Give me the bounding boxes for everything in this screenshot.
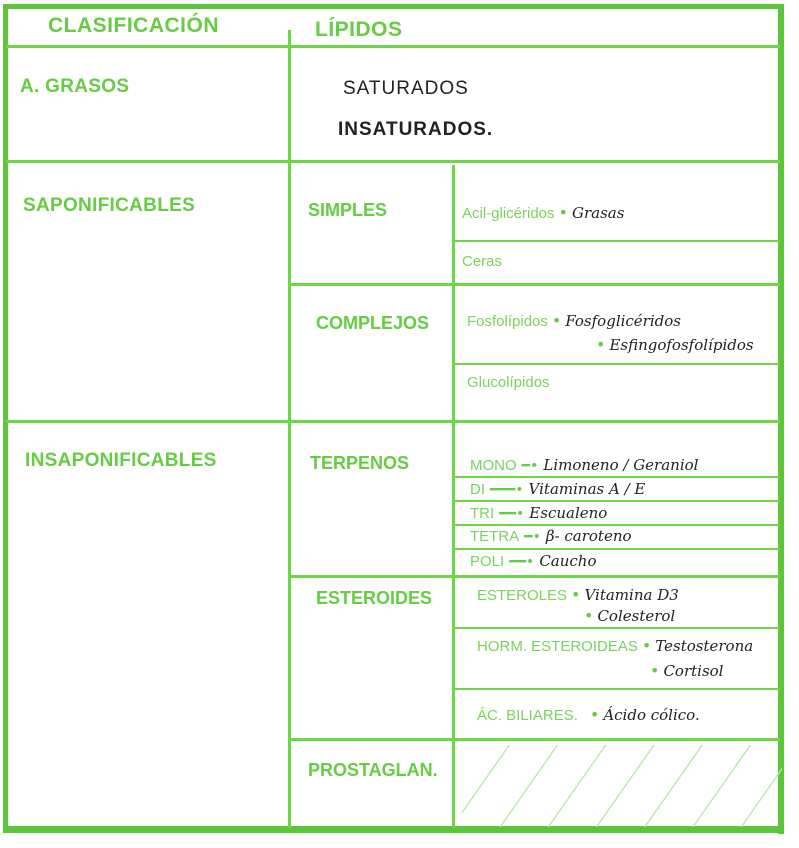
simples-complejos-divider [290, 283, 780, 286]
simples-label: SIMPLES [308, 200, 388, 220]
acidos-biliares-label: ÁC. BILIARES. [477, 707, 578, 724]
subcolumn-divider [452, 165, 455, 828]
header-lipidos: LÍPIDOS [315, 18, 403, 41]
terpeno-mono-row: MONO ━• Limoneno / Geraniol [470, 456, 698, 474]
tri-value: Escualeno [529, 504, 608, 522]
cortisol-row: • Cortisol [646, 661, 723, 680]
terpeno-row-divider-2 [455, 500, 780, 502]
prostaglandinas-hatched-cell [462, 745, 782, 827]
colesterol-text: Colesterol [597, 607, 676, 625]
tetra-value: β- caroteno [545, 527, 632, 545]
column-divider [288, 30, 291, 828]
esfingofosfolipidos-row: • Esfingofosfolípidos [592, 335, 754, 354]
tri-label: TRI [470, 505, 495, 522]
bullet-icon: • [589, 705, 600, 724]
section-divider-2 [6, 420, 780, 423]
bullet-icon: • [558, 203, 568, 222]
horm-acidos-divider [455, 688, 780, 690]
arrow-icon: ━━━• [490, 482, 524, 498]
terpenos-label: TERPENOS [310, 453, 410, 473]
border-left [3, 4, 8, 830]
esteroles-label: ESTEROLES [477, 587, 568, 604]
border-bottom [3, 826, 784, 833]
acil-ceras-divider [455, 240, 780, 242]
saturados-text: SATURADOS [343, 78, 469, 99]
cortisol-text: Cortisol [663, 662, 724, 680]
poli-label: POLI [470, 553, 505, 570]
arrow-icon: ━• [524, 529, 541, 545]
acidos-grasos-label: A. GRASOS [20, 76, 130, 97]
insaturados-text: INSATURADOS. [338, 119, 494, 140]
border-right [778, 4, 784, 834]
fosfogliceridos-text: Fosfoglicéridos [565, 312, 681, 330]
di-label: DI [470, 481, 485, 498]
prostaglandinas-label: PROSTAGLAN. [308, 760, 438, 780]
acidos-biliares-row: ÁC. BILIARES. • Ácido cólico. [477, 705, 700, 724]
esteroles-horm-divider [455, 627, 780, 629]
terpeno-row-divider-4 [455, 548, 780, 550]
terpeno-row-divider-1 [455, 476, 780, 478]
bullet-icon: • [584, 606, 594, 625]
section-divider-1 [6, 160, 780, 163]
acilgliceridos-label: Acil-glicéridos [462, 205, 555, 222]
ceras-label: Ceras [462, 253, 503, 270]
tetra-label: TETRA [470, 528, 520, 545]
esteroides-prostaglan-divider [290, 738, 780, 741]
bullet-icon: • [596, 335, 606, 354]
esfingofosfolipidos-text: Esfingofosfolípidos [609, 336, 754, 354]
testosterona-text: Testosterona [655, 637, 754, 655]
terpeno-tetra-row: TETRA ━• β- caroteno [470, 527, 632, 545]
bullet-icon: • [571, 585, 581, 604]
acilgliceridos-row: Acil-glicéridos • Grasas [462, 203, 624, 222]
glucolipidos-row: Glucolípidos [467, 374, 550, 391]
saponificables-label: SAPONIFICABLES [23, 195, 196, 216]
grasas-text: Grasas [571, 204, 625, 222]
terpeno-tri-row: TRI ━━• Escualeno [470, 504, 607, 522]
di-value: Vitaminas A / E [528, 480, 646, 498]
fosfolipidos-row: Fosfolípidos • Fosfoglicéridos [467, 311, 681, 330]
bullet-icon: • [650, 661, 660, 680]
vitamina-d3-text: Vitamina D3 [584, 586, 679, 604]
mono-value: Limoneno / Geraniol [543, 456, 699, 474]
esteroles-row: ESTEROLES • Vitamina D3 [477, 585, 679, 604]
terpeno-di-row: DI ━━━• Vitaminas A / E [470, 480, 645, 498]
border-top [4, 4, 784, 9]
fosfolipidos-label: Fosfolípidos [467, 313, 548, 330]
complejos-label: COMPLEJOS [316, 313, 430, 333]
poli-value: Caucho [539, 552, 597, 570]
terpeno-poli-row: POLI ━━• Caucho [470, 552, 597, 570]
terpeno-row-divider-3 [455, 524, 780, 526]
mono-label: MONO [470, 457, 517, 474]
arrow-icon: ━━• [499, 506, 525, 522]
glucolipidos-label: Glucolípidos [467, 374, 550, 391]
header-clasificacion: CLASIFICACIÓN [48, 14, 219, 37]
arrow-icon: ━━• [509, 554, 535, 570]
bullet-icon: • [551, 311, 562, 330]
ceras-row: Ceras [462, 253, 502, 270]
horm-esteroideas-label: HORM. ESTEROIDEAS [477, 638, 638, 655]
insaponificables-label: INSAPONIFICABLES [25, 450, 217, 471]
fosfo-gluco-divider [455, 363, 780, 365]
arrow-icon: ━• [521, 458, 539, 474]
acido-colico-text: Ácido cólico. [603, 706, 700, 724]
bullet-icon: • [641, 636, 652, 655]
esteroides-label: ESTEROIDES [316, 588, 433, 608]
terpenos-esteroides-divider [290, 575, 780, 578]
horm-esteroideas-row: HORM. ESTEROIDEAS • Testosterona [477, 636, 753, 655]
colesterol-row: • Colesterol [580, 606, 675, 625]
header-divider [6, 45, 780, 48]
